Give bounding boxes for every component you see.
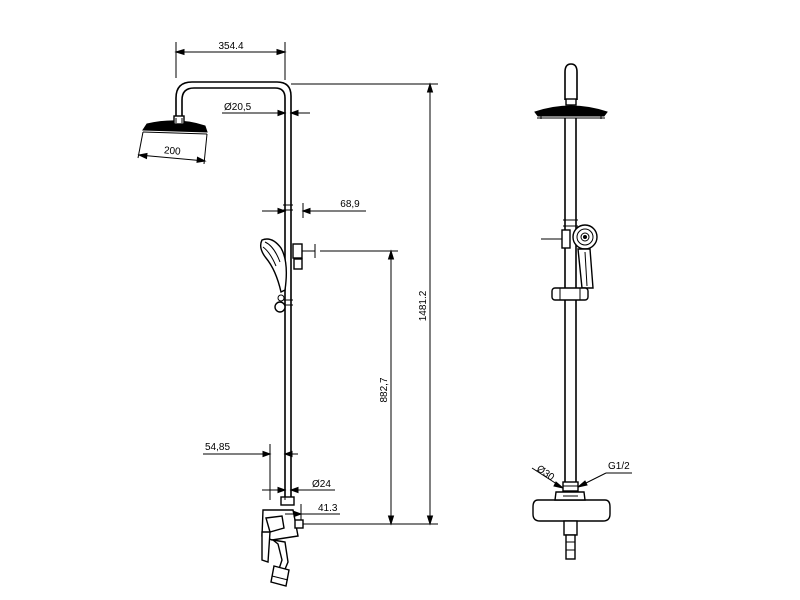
hand-shower-holder-side	[292, 243, 316, 270]
dim-head-width: 200	[163, 145, 181, 157]
dim-thread: G1/2	[608, 461, 630, 472]
overhead-arm-outer	[175, 81, 292, 500]
hand-shower-front	[541, 224, 598, 289]
dim-arm-length: 354.4	[218, 41, 243, 52]
dim-holder-offset: 68,9	[340, 199, 360, 210]
dim-arm-diameter: Ø20,5	[224, 102, 252, 113]
overhead-arm-inner	[181, 87, 286, 500]
bath-spout-side	[270, 538, 290, 587]
front-view: Ø30 G1/2	[531, 63, 632, 560]
shower-head-side	[142, 115, 208, 135]
slide-holder-front	[551, 287, 589, 301]
hand-shower-side	[259, 238, 288, 313]
shower-head-front	[534, 105, 608, 119]
side-view: 354.4 Ø20,5 200 68,9 1481.2	[137, 41, 438, 587]
dim-holder-height: 882,7	[379, 377, 390, 402]
mixer-body-front	[532, 491, 611, 560]
dim-valve-offset: 41.3	[318, 503, 338, 514]
dim-pipe-diameter: Ø24	[312, 479, 331, 490]
dim-inlet-diameter: Ø30	[534, 463, 556, 483]
dim-total-height: 1481.2	[418, 290, 429, 321]
pipe-connector	[280, 496, 295, 506]
dim-pipe-offset: 54,85	[205, 442, 230, 453]
mixer-body-side	[261, 509, 310, 563]
